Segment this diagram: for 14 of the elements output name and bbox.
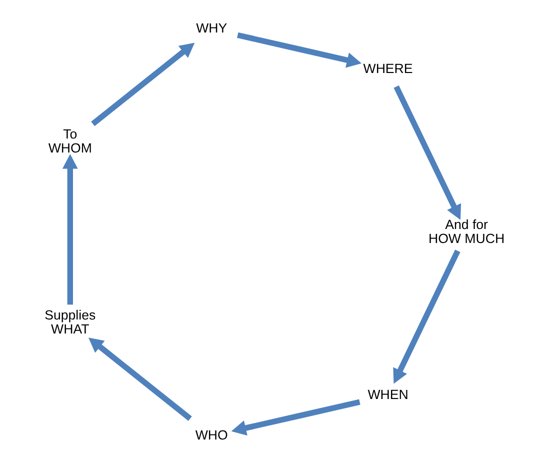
arrow	[88, 338, 192, 421]
node-text: Supplies WHAT	[44, 307, 96, 337]
arrow	[90, 42, 194, 126]
node-text: WHERE	[362, 60, 412, 76]
node-text: And for HOW MUCH	[428, 216, 504, 246]
node-text: WHO	[194, 427, 228, 442]
node-text: WHY	[196, 20, 227, 36]
arrow	[230, 399, 360, 436]
node-text: To WHOM	[48, 126, 92, 156]
arrow	[392, 250, 460, 384]
arrow	[393, 85, 461, 220]
arrow	[62, 154, 78, 305]
node-text: WHEN	[367, 387, 408, 402]
arrow	[236, 32, 362, 68]
